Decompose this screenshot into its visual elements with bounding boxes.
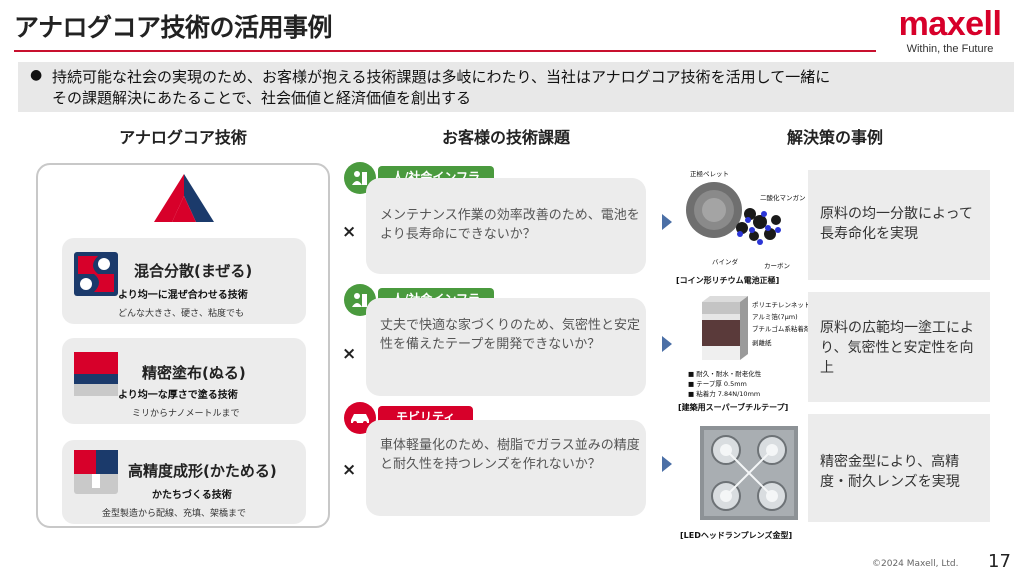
tech-name: 混合分散(まぜる) <box>134 262 253 280</box>
mixing-icon <box>74 252 118 296</box>
tech-name: 高精度成形(かためる) <box>128 462 277 480</box>
tech-subtitle: より均一な厚さで塗る技術 <box>118 390 238 401</box>
issue-card: 車体軽量化のため、樹脂でガラス並みの精度と耐久性を持つレンズを作れないか？ <box>366 420 646 516</box>
solution-card: 精密金型により、高精度・耐久レンズを実現 <box>808 414 990 522</box>
times-symbol: × <box>342 460 357 480</box>
figure-label: ブチルゴム系粘着剤 <box>752 325 811 333</box>
figure-label: カーボン <box>764 262 790 270</box>
issue-card: メンテナンス作業の効率改善のため、電池をより長寿命にできないか？ <box>366 178 646 274</box>
mobility-car-icon <box>344 402 376 434</box>
tech-note: どんな大きさ、硬さ、粘度でも <box>118 309 245 319</box>
summary-line-1: 持続可能な社会の実現のため、お客様が抱える技術課題は多岐にわたり、当社はアナログ… <box>52 68 831 86</box>
figure-caption: [LEDヘッドランプレンズ金型] <box>680 531 793 540</box>
tape-layers-illustration <box>702 296 748 360</box>
figure-spec: ■ 粘着力 7.84N/10mm <box>688 390 761 398</box>
core-tech-mixing: 混合分散(まぜる) より均一に混ぜ合わせる技術 どんな大きさ、硬さ、粘度でも <box>62 238 306 324</box>
figure-label: ポリエチレンネット <box>752 301 811 309</box>
people-infrastructure-icon <box>344 162 376 194</box>
tech-name: 精密塗布(ぬる) <box>142 364 246 382</box>
core-tech-molding: 高精度成形(かためる) かたちづくる技術 金型製造から配線、充填、架橋まで <box>62 440 306 524</box>
figure-label: 剥離紙 <box>752 339 772 347</box>
figure-label: バインダ <box>712 258 738 266</box>
copyright: ©2024 Maxell, Ltd. <box>872 559 959 569</box>
maxell-logo: maxell Within, the Future <box>886 6 1014 55</box>
analog-core-mark-icon <box>154 174 214 222</box>
column-heading-core: アナログコア技術 <box>119 128 247 147</box>
solution-text: 原料の均一分散によって長寿命化を実現 <box>820 206 973 242</box>
times-symbol: × <box>342 344 357 364</box>
page-number: 17 <box>988 551 1011 572</box>
logo-wordmark: maxell <box>898 5 1002 43</box>
molding-icon <box>74 450 118 494</box>
lens-mold-photo <box>700 426 798 520</box>
issue-text: 丈夫で快適な家づくりのため、気密性と安定性を備えたテープを開発できないか？ <box>380 318 641 352</box>
solution-text: 精密金型により、高精度・耐久レンズを実現 <box>820 454 960 490</box>
bullet-icon: ● <box>30 67 43 83</box>
issue-card: 丈夫で快適な家づくりのため、気密性と安定性を備えたテープを開発できないか？ <box>366 298 646 396</box>
arrow-right-icon <box>662 456 672 472</box>
figure-spec: ■ 耐久・耐水・耐老化性 <box>688 370 762 378</box>
tech-subtitle: かたちづくる技術 <box>152 490 232 501</box>
tech-note: 金型製造から配線、充填、架橋まで <box>102 509 247 519</box>
figure-caption: [コイン形リチウム電池正極] <box>676 276 780 285</box>
coating-icon <box>74 352 118 396</box>
issue-text: 車体軽量化のため、樹脂でガラス並みの精度と耐久性を持つレンズを作れないか？ <box>380 438 640 472</box>
summary-banner: ● 持続可能な社会の実現のため、お客様が抱える技術課題は多岐にわたり、当社はアナ… <box>18 62 1014 112</box>
core-tech-coating: 精密塗布(ぬる) より均一な厚さで塗る技術 ミリからナノメートルまで <box>62 338 306 424</box>
figure-caption: [建築用スーパーブチルテープ] <box>678 403 789 412</box>
solution-text: 原料の広範均一塗工により、気密性と安定性を向上 <box>820 320 974 376</box>
summary-line-2: その課題解決にあたることで、社会価値と経済価値を創出する <box>52 89 471 107</box>
figure-label: 正極ペレット <box>690 170 729 178</box>
solution-card: 原料の均一分散によって長寿命化を実現 <box>808 170 990 280</box>
figure-label: 二酸化マンガン <box>760 194 806 202</box>
times-symbol: × <box>342 222 357 242</box>
arrow-right-icon <box>662 336 672 352</box>
figure-label: アルミ箔(7μm) <box>752 313 798 321</box>
tech-subtitle: より均一に混ぜ合わせる技術 <box>118 290 248 301</box>
tech-note: ミリからナノメートルまで <box>132 409 240 419</box>
solution-card: 原料の広範均一塗工により、気密性と安定性を向上 <box>808 292 990 402</box>
page-title: アナログコア技術の活用事例 <box>14 13 333 42</box>
title-divider <box>14 50 876 52</box>
logo-tagline: Within, the Future <box>906 43 994 55</box>
arrow-right-icon <box>662 214 672 230</box>
issue-text: メンテナンス作業の効率改善のため、電池をより長寿命にできないか？ <box>380 208 640 242</box>
column-heading-issues: お客様の技術課題 <box>441 128 570 147</box>
figure-spec: ■ テープ厚 0.5mm <box>688 380 747 388</box>
battery-cathode-illustration <box>686 182 781 245</box>
column-heading-solutions: 解決策の事例 <box>786 128 883 147</box>
